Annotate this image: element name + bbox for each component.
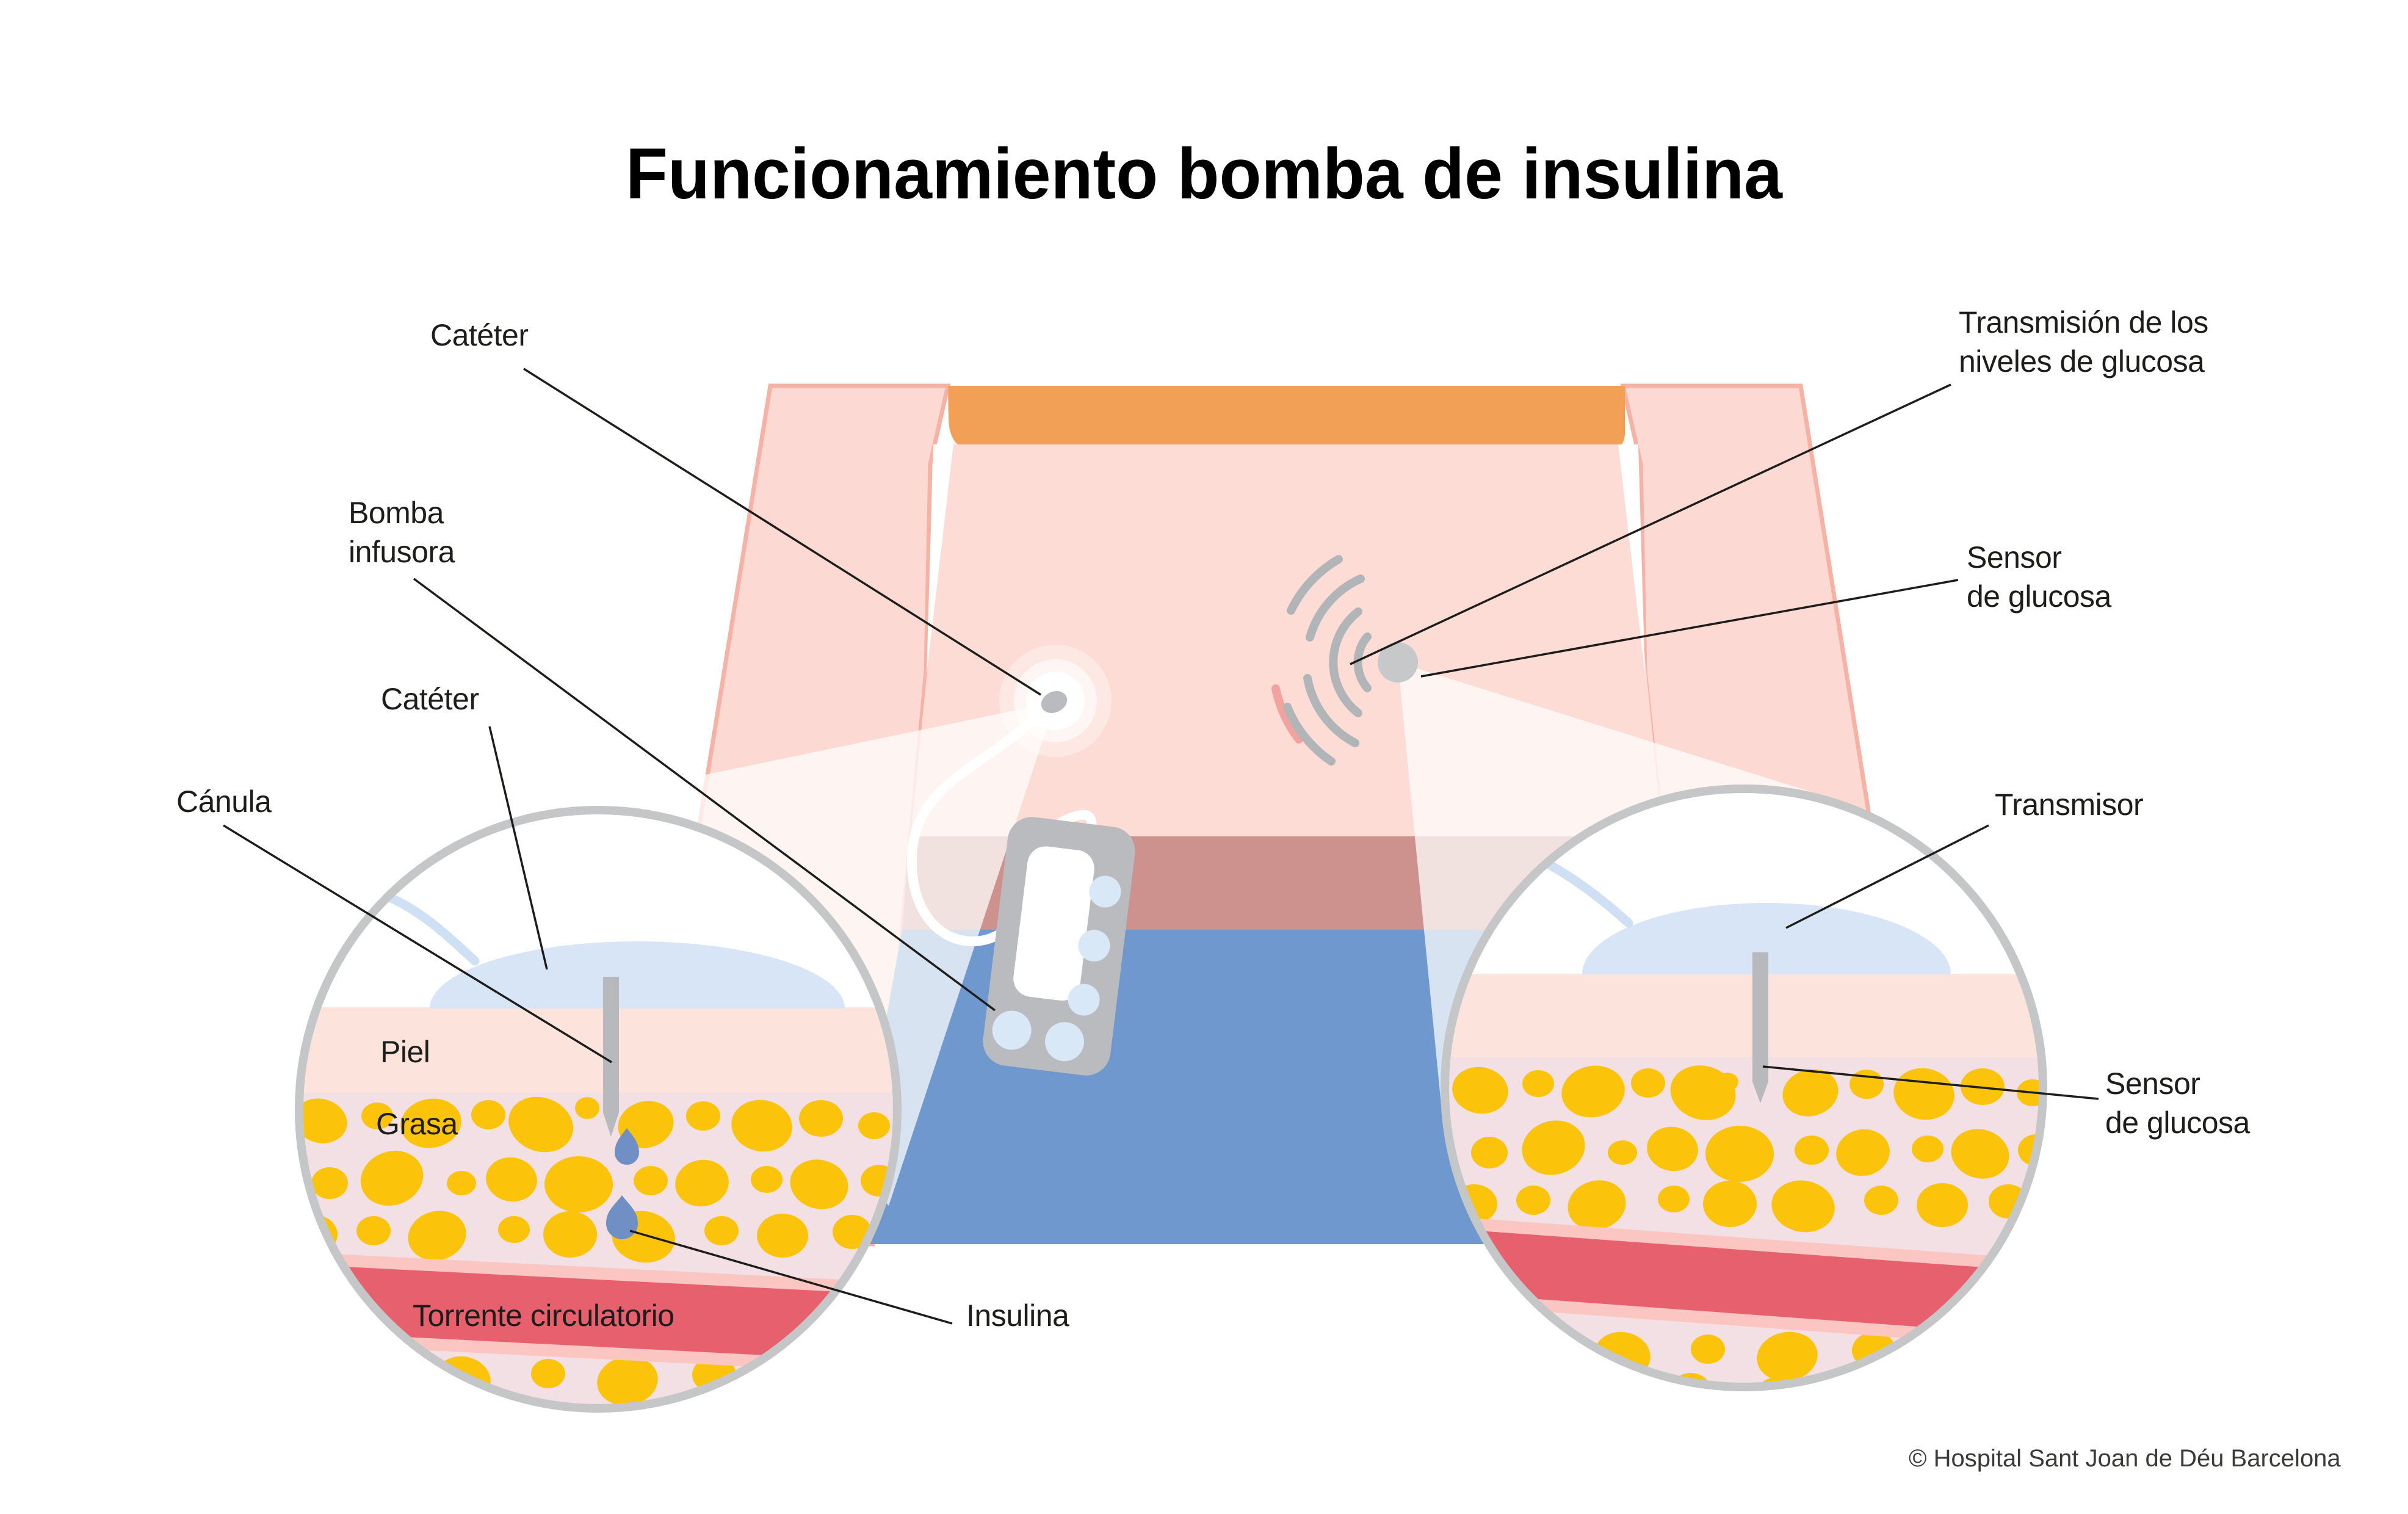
bloodstream-right bbox=[1445, 1228, 2043, 1336]
label-grasa: Grasa bbox=[376, 1107, 458, 1141]
infusion-patch-dome bbox=[430, 941, 845, 1009]
insulin-pump-device bbox=[983, 817, 1135, 1076]
infusion-tube bbox=[382, 891, 480, 966]
catheter-connector bbox=[1041, 691, 1068, 713]
catheter-site bbox=[999, 645, 1112, 757]
label-canula: Cánula bbox=[176, 784, 272, 819]
leader-insulina bbox=[629, 1230, 953, 1325]
insulin-drop-small bbox=[615, 1128, 639, 1165]
leader-transmisor bbox=[1785, 824, 1989, 929]
catheter-tube bbox=[906, 704, 1097, 946]
leader-cateter-top bbox=[523, 368, 1041, 696]
label-piel: Piel bbox=[380, 1035, 430, 1069]
magnified-circle-sensor bbox=[1441, 784, 2047, 1391]
bloodstream-left bbox=[299, 1264, 897, 1362]
glucose-sensor-icon bbox=[1378, 642, 1418, 683]
label-insulina: Insulina bbox=[966, 1298, 1069, 1333]
leader-lines bbox=[223, 368, 2099, 1325]
label-transmisor: Transmisor bbox=[1995, 788, 2143, 822]
skin-layer-left bbox=[299, 1007, 897, 1093]
label-bomba-infusora-line1: Bomba bbox=[349, 496, 444, 530]
leader-transmision bbox=[1350, 383, 1951, 665]
left-armpit-gap bbox=[927, 444, 953, 675]
leader-cateter-insertion bbox=[488, 726, 548, 970]
label-cateter-insertion: Catéter bbox=[381, 682, 479, 716]
leader-canula bbox=[223, 824, 612, 1063]
magnified-circle-infusion: Piel Grasa Torrente circulatorio bbox=[295, 806, 902, 1413]
text-labels: Funcionamiento bomba de insulina Catéter… bbox=[176, 134, 2341, 1472]
label-torrente-circulatorio: Torrente circulatorio bbox=[413, 1298, 674, 1333]
cannula-needle bbox=[603, 977, 619, 1137]
glucose-transmission-waves bbox=[1271, 555, 1372, 766]
label-bomba-infusora-line2: infusora bbox=[349, 535, 455, 569]
page-title: Funcionamiento bomba de insulina bbox=[626, 134, 1783, 214]
shirt bbox=[948, 386, 1625, 454]
right-armpit-gap bbox=[1618, 444, 1645, 675]
label-sensor-glucosa-top-line2: de glucosa bbox=[1967, 579, 2112, 614]
leader-bomba-infusora bbox=[413, 578, 996, 1012]
wifi-arcs-icon bbox=[1283, 555, 1372, 766]
sensor-filament bbox=[1752, 952, 1768, 1103]
leader-sensor-glucosa-top bbox=[1420, 579, 1959, 678]
copyright-credit: © Hospital Sant Joan de Déu Barcelona bbox=[1909, 1445, 2341, 1472]
magnifier-ring-right bbox=[1441, 784, 2047, 1391]
label-transmision-line2: niveles de glucosa bbox=[1959, 344, 2205, 378]
label-transmision-line1: Transmisión de los bbox=[1959, 305, 2208, 339]
skin-layer-right bbox=[1445, 974, 2043, 1057]
pump-buttons bbox=[992, 875, 1121, 1062]
label-sensor-glucosa-bottom-line1: Sensor bbox=[2105, 1067, 2200, 1101]
label-cateter-top: Catéter bbox=[430, 318, 528, 352]
leader-sensor-glucosa-bottom bbox=[1762, 1065, 2099, 1100]
wifi-arc-pink bbox=[1271, 684, 1303, 744]
transmitter-dome bbox=[1582, 903, 1951, 974]
pump-screen bbox=[1013, 846, 1094, 1001]
insulin-drop-large bbox=[606, 1195, 638, 1239]
label-sensor-glucosa-top-line1: Sensor bbox=[1967, 540, 2061, 574]
label-sensor-glucosa-bottom-line2: de glucosa bbox=[2105, 1106, 2251, 1140]
magnifier-ring-left bbox=[295, 806, 902, 1413]
